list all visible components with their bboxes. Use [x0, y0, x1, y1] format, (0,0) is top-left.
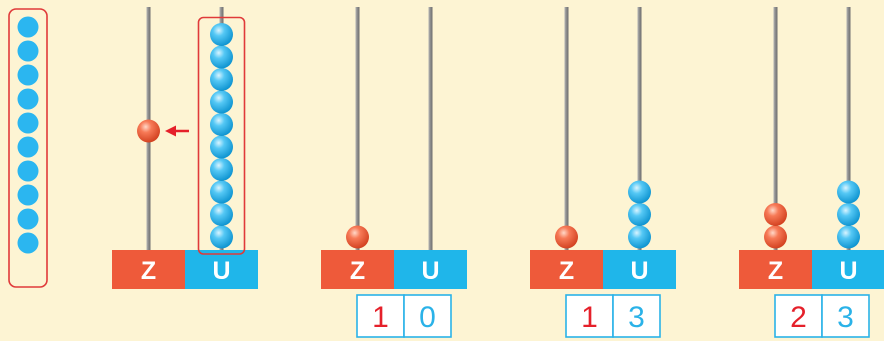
tens-rod	[564, 7, 569, 250]
tens-bead	[555, 225, 578, 249]
units-digit-box	[403, 294, 452, 338]
units-bead	[837, 180, 860, 204]
tens-label: Z	[141, 257, 156, 285]
tens-label-bar	[321, 250, 394, 289]
units-bead	[210, 225, 233, 249]
units-label: U	[630, 257, 648, 285]
loose-bead	[17, 16, 39, 38]
tens-digit: 2	[790, 301, 807, 334]
units-label: U	[839, 257, 857, 285]
tens-label: Z	[350, 257, 365, 285]
units-digit: 3	[628, 301, 645, 334]
tens-bead	[764, 203, 787, 226]
units-rod	[428, 7, 433, 250]
loose-bead	[17, 40, 39, 62]
loose-bead	[17, 232, 39, 254]
units-bead	[210, 45, 233, 69]
tens-rod	[773, 7, 778, 250]
units-digit-box	[821, 294, 870, 338]
units-bead	[210, 23, 233, 46]
tens-digit-box	[356, 294, 405, 338]
tens-bead	[137, 119, 160, 143]
loose-bead	[17, 64, 39, 86]
tens-digit: 1	[372, 301, 389, 334]
loose-bead	[17, 112, 39, 134]
exchange-arrow-head	[165, 125, 176, 137]
units-label: U	[421, 257, 439, 285]
units-label: U	[212, 257, 230, 285]
units-bead	[210, 135, 233, 159]
units-label-bar	[812, 250, 884, 289]
loose-bead	[17, 184, 39, 206]
units-bead	[210, 90, 233, 114]
tens-label: Z	[559, 257, 574, 285]
units-rod	[846, 7, 851, 250]
units-bead	[210, 113, 233, 136]
units-bead	[628, 203, 651, 226]
tens-bead	[764, 225, 787, 249]
tens-label-bar	[112, 250, 185, 289]
loose-bead	[17, 208, 39, 230]
tens-rod	[355, 7, 360, 250]
units-bead	[210, 203, 233, 226]
units-group-frame	[197, 16, 246, 255]
units-bead	[210, 158, 233, 181]
tens-digit-box	[774, 294, 823, 338]
units-bead	[628, 225, 651, 249]
units-rod	[637, 7, 642, 250]
units-bead	[837, 203, 860, 226]
loose-bead	[17, 88, 39, 110]
tens-digit: 1	[581, 301, 598, 334]
units-bead	[210, 68, 233, 91]
units-bead	[837, 225, 860, 249]
loose-beads-group	[8, 8, 48, 288]
units-label-bar	[603, 250, 676, 289]
units-label-bar	[185, 250, 258, 289]
loose-bead	[17, 136, 39, 158]
tens-bead	[346, 225, 369, 249]
units-digit: 0	[419, 301, 436, 334]
loose-bead	[17, 160, 39, 182]
tens-label: Z	[768, 257, 783, 285]
units-bead	[210, 180, 233, 204]
tens-label-bar	[530, 250, 603, 289]
loose-beads-frame	[8, 8, 48, 288]
units-bead	[628, 180, 651, 204]
tens-label-bar	[739, 250, 812, 289]
units-label-bar	[394, 250, 467, 289]
units-digit: 3	[837, 301, 854, 334]
units-digit-box	[612, 294, 661, 338]
